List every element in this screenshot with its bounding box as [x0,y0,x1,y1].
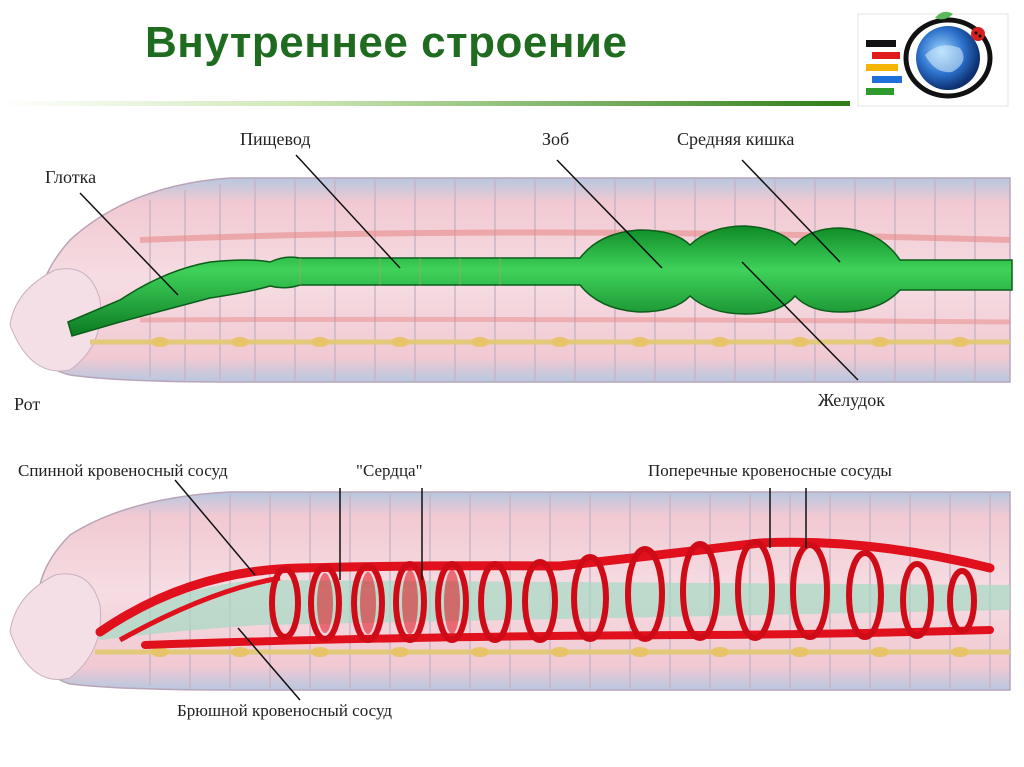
label-mouth: Рот [14,394,40,414]
label-midgut: Средняя кишка [677,129,794,149]
worm-head [9,268,102,372]
label-hearts: "Сердца" [356,461,423,480]
transverse-vessels [269,539,977,643]
dorsal-vessel [95,537,995,637]
dorsal-vessel-leader [174,479,256,576]
gizzard-leader [741,261,859,381]
label-transverse-vessels: Поперечные кровеносные сосуды [648,461,892,480]
pharynx-leader [79,192,179,296]
midgut-leader [741,159,841,263]
digestive-system-diagram: Глотка Пищевод Зоб Средняя кишка Рот Жел… [9,129,1013,414]
label-gizzard: Желудок [818,390,885,410]
circulatory-system-diagram: Спинной кровеносный сосуд "Сердца" Попер… [9,461,1011,720]
label-dorsal-vessel: Спинной кровеносный сосуд [18,461,228,480]
label-esophagus: Пищевод [240,129,311,149]
heart-fills [317,570,460,634]
title-underline [0,101,850,106]
label-ventral-vessel: Брюшной кровеносный сосуд [177,701,392,720]
slide-title: Внутреннее строение [145,18,628,67]
label-crop: Зоб [542,129,569,149]
esophagus-leader [295,154,401,269]
globe-logo-icon [857,11,1009,107]
label-pharynx: Глотка [45,167,96,187]
ventral-vessel-leader [237,627,301,701]
digestive-tract [67,225,1013,337]
worm-head-2 [9,573,102,680]
crop-leader [556,159,663,269]
